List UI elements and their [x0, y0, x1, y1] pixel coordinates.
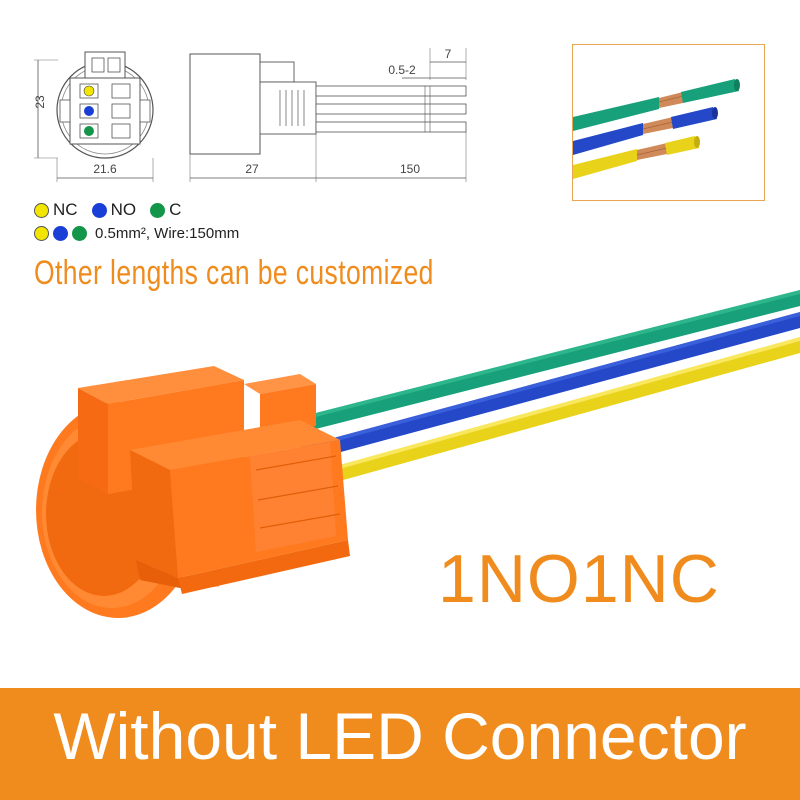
c-color-dot: [150, 202, 166, 218]
dim-width-label: 21.6: [93, 162, 117, 176]
customization-note: Other lengths can be customized: [34, 254, 434, 292]
yellow-wire-closeup: [573, 136, 700, 179]
wire-closeup-box: [572, 44, 765, 201]
connector-side-view-drawing: 7 0.5-2 27 150: [189, 47, 467, 182]
switch-type-label: 1NO1NC: [438, 541, 720, 617]
connector-front-view-drawing: 23 21.6: [33, 51, 154, 182]
blue-wire-closeup: [573, 107, 718, 155]
dim-body-label: 27: [245, 162, 259, 176]
stripped-wires-illustration: [573, 79, 740, 179]
banner-title: Without LED Connector: [53, 699, 747, 773]
legend-no-label: NO: [110, 200, 137, 219]
wire-spec-text: 0.5mm², Wire:150mm: [95, 225, 240, 242]
bottom-banner: [0, 688, 800, 800]
blue-wire-dot: [53, 226, 68, 241]
pin-c-dot: [84, 126, 94, 136]
wire-spec-row: 0.5mm², Wire:150mm: [34, 225, 239, 242]
pin-color-legend: NC NO C: [34, 200, 181, 220]
green-wire-dot: [72, 226, 87, 241]
dim-strip-label: 0.5-2: [388, 63, 416, 77]
legend-c-label: C: [169, 200, 182, 219]
pin-nc-dot: [83, 85, 95, 97]
legend-nc-label: NC: [53, 200, 78, 219]
dim-height-label: 23: [33, 95, 47, 109]
dim-tip-label: 7: [445, 47, 452, 61]
yellow-wire-dot: [34, 226, 49, 241]
dim-wire-label: 150: [400, 162, 420, 176]
pin-no-dot: [84, 106, 94, 116]
green-wire-closeup: [573, 79, 740, 131]
nc-color-dot: [34, 202, 49, 218]
no-color-dot: [91, 202, 107, 218]
